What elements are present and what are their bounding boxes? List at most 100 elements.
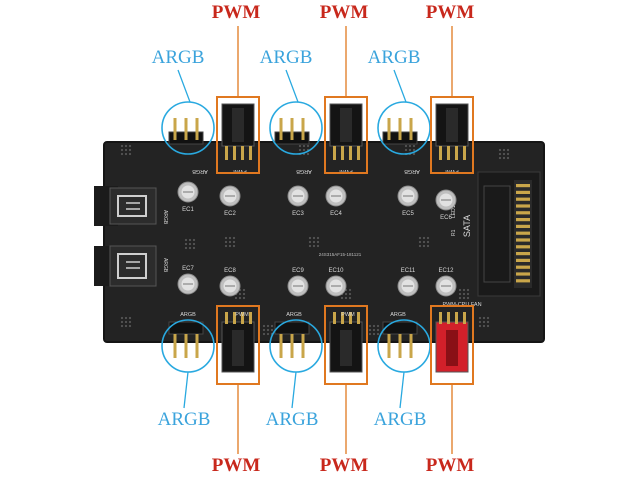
via	[348, 288, 352, 292]
capacitor-label: EC9	[292, 268, 304, 274]
header-pin	[447, 312, 450, 324]
via	[502, 156, 506, 160]
silk-top-3: ARGB	[296, 168, 312, 174]
via	[466, 292, 470, 296]
via	[120, 316, 124, 320]
via	[506, 156, 510, 160]
via	[404, 148, 408, 152]
header-pin	[301, 118, 305, 140]
header-pin	[463, 146, 466, 160]
header-pin	[447, 146, 450, 160]
via	[372, 328, 376, 332]
via	[426, 236, 430, 240]
argb-input-top-label: ARGB	[162, 210, 168, 225]
sata-pin	[516, 265, 530, 269]
header-pin	[387, 118, 391, 140]
via	[418, 236, 422, 240]
via	[502, 148, 506, 152]
capacitor-top-6: EC6	[435, 189, 457, 221]
via	[466, 296, 470, 300]
header-pin	[357, 146, 360, 160]
header-pin	[439, 312, 442, 324]
via	[188, 242, 192, 246]
header-key	[446, 108, 458, 142]
label-pwm-bottom-3: PWM	[425, 455, 475, 476]
via	[422, 244, 426, 248]
via	[412, 148, 416, 152]
via	[376, 332, 380, 336]
argb-leader-bottom-2	[291, 371, 297, 409]
argb-leader-top-2	[285, 69, 299, 103]
via	[242, 292, 246, 296]
header-pin	[184, 334, 188, 358]
via	[228, 240, 232, 244]
callouts	[161, 26, 474, 454]
via	[486, 320, 490, 324]
header-key	[340, 108, 352, 142]
header-key	[340, 330, 352, 366]
sata-connector-icon	[483, 185, 511, 283]
sata-label: SATA	[462, 215, 472, 237]
via	[232, 236, 236, 240]
via	[298, 144, 302, 148]
argb-header-top-3	[382, 118, 418, 145]
header-pin	[225, 146, 228, 160]
via	[266, 328, 270, 332]
label-pwm-top-2: PWM	[319, 2, 369, 23]
argb-leader-bottom-3	[399, 371, 405, 409]
capacitor-label: EC8	[224, 268, 236, 274]
via	[242, 288, 246, 292]
header-pin	[279, 334, 283, 358]
via	[348, 292, 352, 296]
via	[120, 324, 124, 328]
argb-leader-top-1	[177, 69, 191, 103]
argb-callout-circle-top-2	[269, 101, 323, 155]
via	[498, 156, 502, 160]
via	[238, 292, 242, 296]
via	[316, 236, 320, 240]
header-pin	[173, 334, 177, 358]
header-pin	[225, 312, 228, 324]
header-pin	[349, 146, 352, 160]
capacitor-bottom-1: EC7	[177, 266, 199, 295]
via	[306, 144, 310, 148]
header-pin	[233, 146, 236, 160]
label-argb-bottom-3: ARGB	[373, 409, 427, 430]
silk-top-5: ARGB	[404, 168, 420, 174]
sata-pin	[516, 279, 530, 283]
via	[462, 288, 466, 292]
header-pin	[290, 334, 294, 358]
silk-top-1: ARGB	[192, 168, 208, 174]
sata-pin	[516, 211, 530, 215]
via	[238, 296, 242, 300]
sata-pin	[516, 238, 530, 242]
header-pin	[439, 146, 442, 160]
sata-pin	[516, 204, 530, 208]
pin-header-icon	[274, 321, 310, 335]
via	[348, 296, 352, 300]
capacitor-top-3: EC3	[287, 185, 309, 217]
argb-header-bottom-1	[168, 321, 204, 358]
header-pin	[195, 118, 199, 140]
header-key	[232, 330, 244, 366]
capacitor-label: EC1	[182, 207, 194, 213]
argb-leader-bottom-1	[183, 371, 189, 409]
via	[404, 144, 408, 148]
via	[368, 328, 372, 332]
via	[228, 244, 232, 248]
via	[376, 324, 380, 328]
pwm-header-top-3	[435, 103, 469, 160]
via	[340, 296, 344, 300]
header-pin	[279, 118, 283, 140]
led-label: LED1	[451, 205, 457, 218]
label-argb-bottom-2: ARGB	[265, 409, 319, 430]
header-pin	[241, 312, 244, 324]
capacitor-bottom-5: EC11	[397, 268, 419, 297]
via	[412, 152, 416, 156]
via	[498, 148, 502, 152]
silk-bottom-2: PWM	[235, 312, 249, 318]
via	[224, 236, 228, 240]
header-pin	[301, 334, 305, 358]
via	[128, 324, 132, 328]
